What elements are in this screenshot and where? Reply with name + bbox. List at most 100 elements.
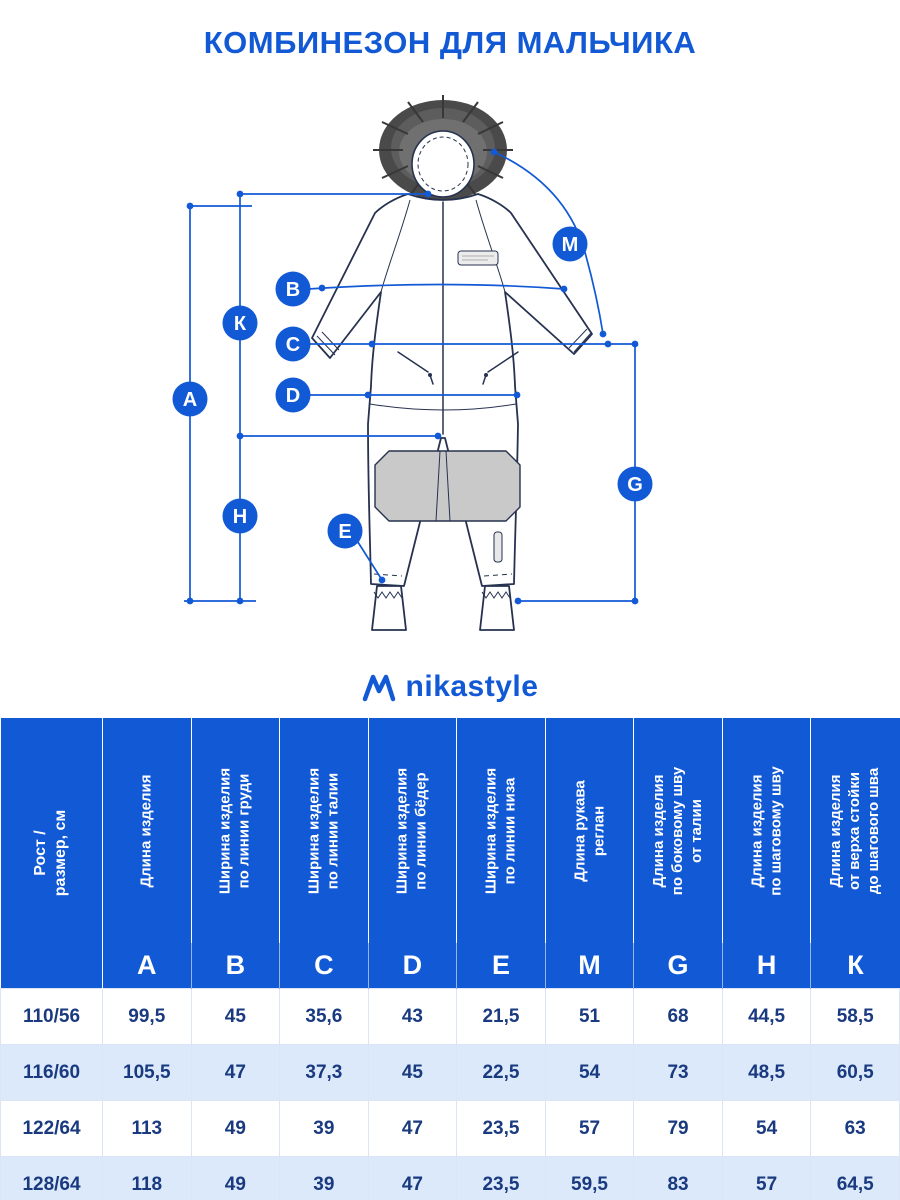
col-label: Ширина изделия по линии талии (305, 767, 341, 894)
svg-text:H: H (233, 506, 247, 528)
cell-value: 45 (367, 1044, 458, 1101)
col-label: Длина изделия по шаговому шву (747, 765, 784, 896)
col-label: Ширина изделия по линии бёдер (393, 767, 430, 894)
leg-reflective-strip (493, 531, 503, 563)
cell-value: 68 (633, 988, 723, 1045)
svg-text:M: M (562, 234, 579, 256)
col-header-m: Длина рукава реглан (544, 718, 634, 943)
measure-badge-c: C (275, 326, 311, 362)
brand-logo: nikastyle (0, 656, 900, 718)
row-size: 128/64 (0, 1156, 103, 1200)
col-letter-k: К (810, 943, 900, 989)
svg-text:D: D (286, 385, 300, 407)
cell-value: 59,5 (544, 1156, 635, 1200)
svg-text:A: A (183, 389, 197, 411)
cell-value: 63 (810, 1100, 900, 1157)
pocket-zippers (397, 351, 519, 385)
cell-value: 99,5 (102, 988, 192, 1045)
cell-value: 43 (367, 988, 458, 1045)
col-header-a: Длина изделия (102, 718, 192, 943)
col-header-e: Ширина изделия по линии низа (456, 718, 546, 943)
col-label: Длина рукава реглан (570, 779, 607, 882)
col-header-d: Ширина изделия по линии бёдер (367, 718, 457, 943)
overall-garment (311, 130, 593, 631)
cell-value: 83 (633, 1156, 723, 1200)
dimension-line-d (308, 391, 521, 399)
dimension-line-g (514, 340, 639, 605)
cell-value: 49 (190, 1100, 281, 1157)
measure-badge-k: К (222, 305, 258, 341)
svg-text:C: C (286, 334, 300, 356)
cell-value: 22,5 (456, 1044, 546, 1101)
table-row: 116/60 105,5 47 37,3 45 22,5 54 73 48,5 … (0, 1044, 900, 1101)
svg-text:E: E (338, 521, 351, 543)
col-letter-d: D (367, 943, 457, 989)
cell-value: 64,5 (810, 1156, 900, 1200)
cell-value: 45 (190, 988, 281, 1045)
cell-value: 47 (367, 1100, 458, 1157)
cell-value: 113 (102, 1100, 192, 1157)
page-title: КОМБИНЕЗОН ДЛЯ МАЛЬЧИКА (203, 25, 697, 60)
dimension-line-e (355, 538, 386, 584)
size-table: Рост / размер, см Длина изделия Ширина и… (0, 718, 900, 1200)
col-label: Длина изделия по боковому шву от талии (649, 766, 705, 895)
col-letter-b: B (190, 943, 280, 989)
col-header-g: Длина изделия по боковому шву от талии (633, 718, 723, 943)
measure-badges: B К C A D (172, 226, 653, 549)
cell-value: 79 (633, 1100, 723, 1157)
svg-text:К: К (234, 313, 247, 335)
cell-value: 23,5 (456, 1100, 546, 1157)
measure-badge-b: B (275, 271, 311, 307)
row-size: 110/56 (0, 988, 103, 1045)
cell-value: 23,5 (456, 1156, 546, 1200)
cell-value: 57 (544, 1100, 635, 1157)
col-header-b: Ширина изделия по линии груди (190, 718, 280, 943)
col-letter-g: G (633, 943, 723, 989)
measure-badge-h: H (222, 498, 258, 534)
nikastyle-logo-icon (362, 674, 395, 702)
cell-value: 48,5 (721, 1044, 812, 1101)
col-label: Длина изделия (137, 773, 155, 888)
svg-text:B: B (286, 279, 300, 301)
cell-value: 44,5 (721, 988, 812, 1045)
measure-badge-e: E (327, 513, 363, 549)
col-label: Ширина изделия по линии груди (216, 767, 253, 894)
cell-value: 118 (102, 1156, 192, 1200)
col-letter-c: C (279, 943, 369, 989)
cell-value: 51 (544, 988, 635, 1045)
col-header-c: Ширина изделия по линии талии (279, 718, 369, 943)
cell-value: 57 (721, 1156, 812, 1200)
svg-text:G: G (627, 474, 643, 496)
measure-badge-m: M (552, 226, 588, 262)
measure-badge-d: D (275, 377, 311, 413)
size-col-header: Рост / размер, см (0, 718, 103, 989)
cell-value: 47 (367, 1156, 458, 1200)
header-letter-row: A B C D E M G H К (1, 943, 900, 989)
cell-value: 39 (279, 1156, 369, 1200)
col-letter-a: A (102, 943, 192, 989)
col-letter-e: E (456, 943, 546, 989)
cell-value: 58,5 (810, 988, 900, 1045)
cell-value: 60,5 (810, 1044, 900, 1101)
cell-value: 35,6 (279, 988, 369, 1045)
row-size: 116/60 (0, 1044, 103, 1101)
col-header-k: Длина изделия от верха стойки до шаговог… (810, 718, 900, 943)
page-header: КОМБИНЕЗОН ДЛЯ МАЛЬЧИКА (0, 0, 900, 86)
cell-value: 47 (190, 1044, 281, 1101)
col-header-h: Длина изделия по шаговому шву (721, 718, 811, 943)
boot-cuffs (371, 585, 515, 631)
col-letter-m: M (544, 943, 634, 989)
chest-label-icon (457, 250, 499, 266)
table-row: 128/64 118 49 39 47 23,5 59,5 83 57 64,5 (0, 1156, 900, 1200)
size-diagram: B К C A D (172, 95, 653, 631)
measure-badge-g: G (617, 466, 653, 502)
measure-badge-a: A (172, 381, 208, 417)
dimension-line-c (308, 340, 612, 348)
brand-name: nikastyle (405, 670, 539, 703)
cell-value: 37,3 (279, 1044, 369, 1101)
col-label: Длина изделия от верха стойки до шаговог… (827, 767, 882, 894)
knee-patch (374, 450, 521, 522)
table-row: 110/56 99,5 45 35,6 43 21,5 51 68 44,5 5… (0, 988, 900, 1045)
header-label-row: Рост / размер, см Длина изделия Ширина и… (0, 718, 900, 989)
